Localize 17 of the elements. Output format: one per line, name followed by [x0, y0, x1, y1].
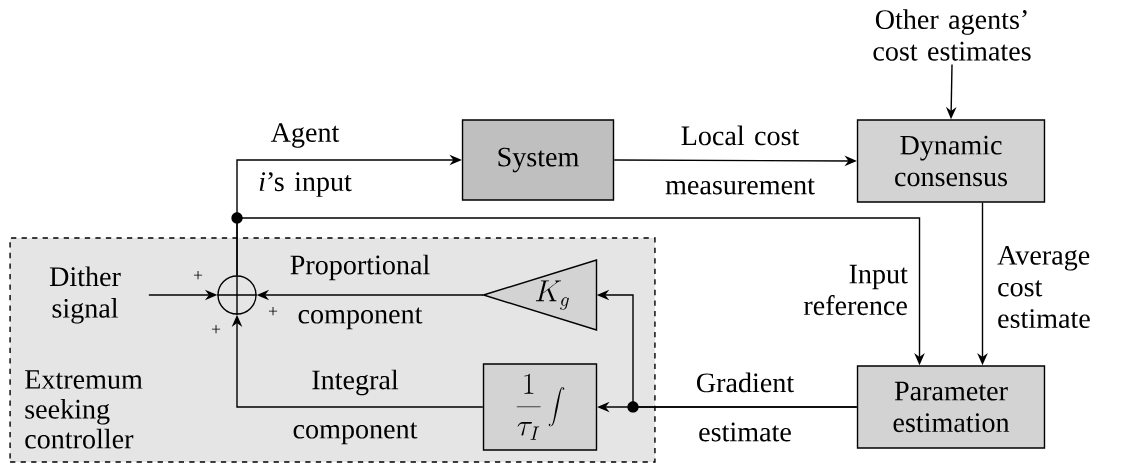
sign-label: +: [193, 271, 203, 280]
edge-label: Proportional component: [290, 254, 430, 330]
edge-label: Input reference: [803, 264, 908, 316]
edge-label: Local cost measurement: [665, 125, 815, 195]
input-label: Dither signal: [49, 266, 121, 324]
process-box: Dynamic consensus: [856, 119, 1046, 203]
input-label: Other agents’ cost estimates: [873, 9, 1031, 61]
edge-label: Average cost estimate: [997, 245, 1090, 329]
edge-label: Gradient estimate: [697, 372, 794, 442]
sign-label: +: [268, 307, 278, 316]
summing-junction: [216, 274, 258, 316]
edge-label: Agent i’s input: [259, 123, 352, 197]
integrator-box: $\frac{1}{\tau_I}\int$: [482, 363, 598, 451]
process-box: Parameter estimation: [856, 365, 1046, 449]
sign-label: +: [211, 325, 221, 334]
edge-label: Integral component: [293, 369, 418, 445]
process-box: System: [461, 119, 615, 201]
